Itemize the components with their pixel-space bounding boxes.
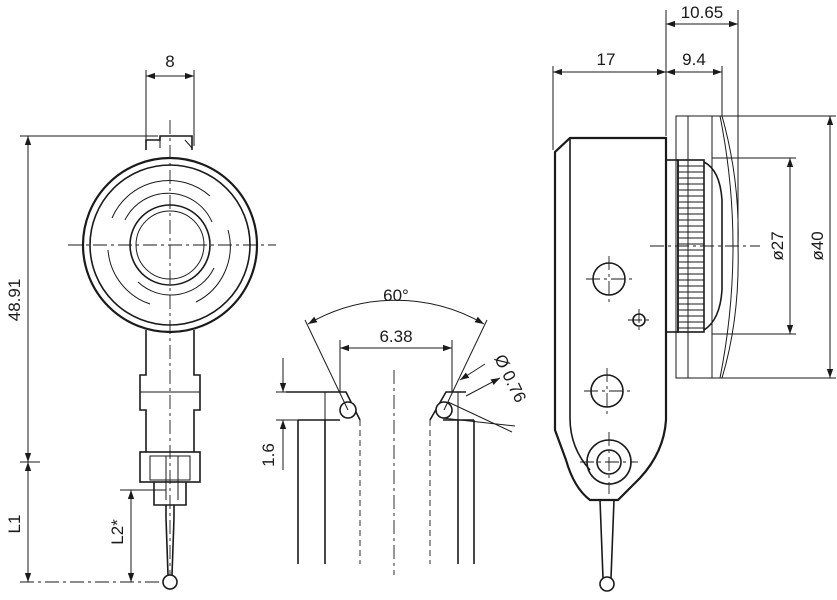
- knurl-lines: [678, 165, 704, 329]
- dim-label-height-total: 48.91: [5, 279, 24, 322]
- dim-label-ball-diameter: Ø 0.76: [490, 351, 529, 405]
- dim-label-L1: L1: [5, 515, 24, 534]
- dim-bore-width: 6.38: [339, 327, 453, 392]
- front-view: [68, 120, 276, 590]
- dim-label-seat-height: 1.6: [259, 443, 278, 467]
- dim-angle: 60°: [304, 286, 488, 411]
- dim-label-angle: 60°: [383, 286, 409, 305]
- dim-width-top: 8: [145, 52, 195, 146]
- dim-label-side-offset: 9.4: [682, 50, 706, 69]
- dim-L2: L2*: [108, 489, 166, 582]
- dim-side-offset: 9.4: [666, 50, 723, 116]
- section-view: [286, 370, 475, 575]
- dim-dial-inner: ø27: [712, 157, 796, 335]
- dim-dial-outer: ø40: [722, 115, 836, 379]
- dim-label-dial-inner: ø27: [768, 231, 787, 260]
- dim-label-side-total: 10.65: [681, 3, 724, 22]
- dim-side-body: 17: [552, 10, 667, 150]
- dim-height-total: 48.91 L1: [5, 135, 160, 583]
- dim-label-bore-width: 6.38: [379, 327, 412, 346]
- dim-label-dial-outer: ø40: [808, 231, 827, 260]
- dim-seat-height: 1.6: [259, 358, 298, 470]
- dim-label-side-body: 17: [597, 50, 616, 69]
- dim-label-L2: L2*: [108, 519, 127, 545]
- side-view: [553, 115, 760, 592]
- dim-side-total: 10.65: [666, 3, 739, 246]
- dim-label-width-top: 8: [165, 52, 174, 71]
